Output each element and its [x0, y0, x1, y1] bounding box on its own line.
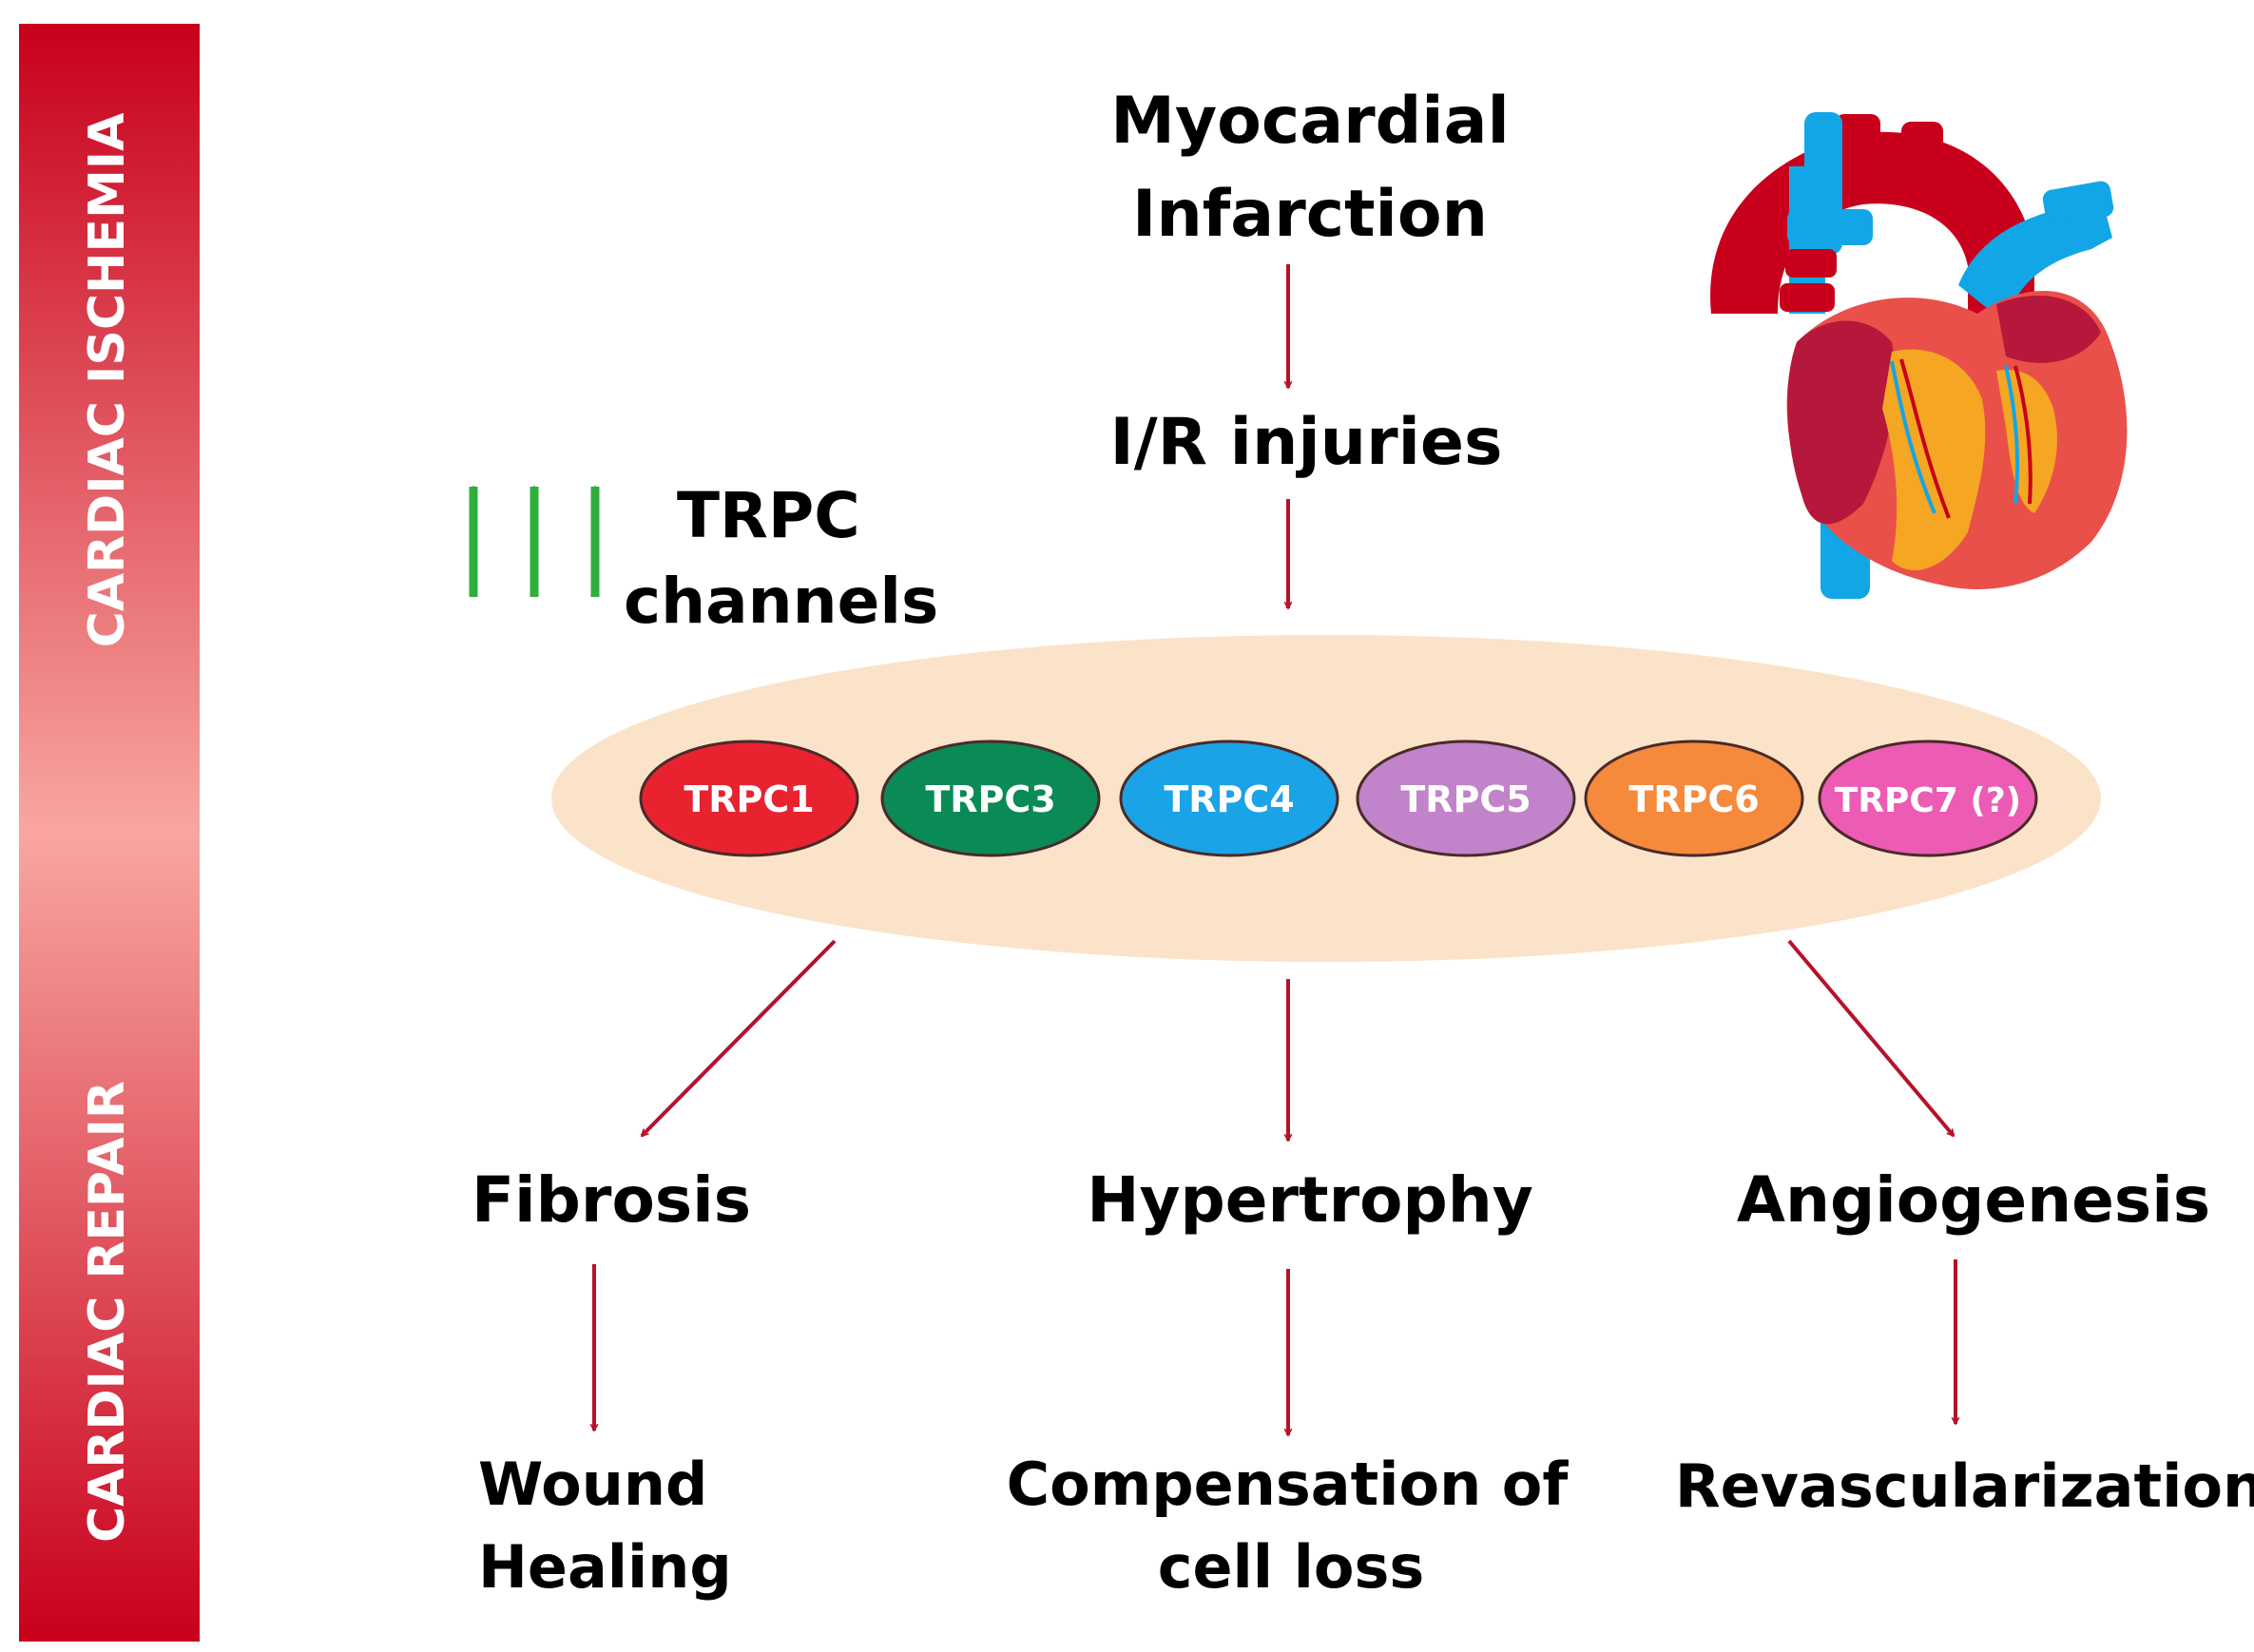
trpc-label: TRPC [677, 479, 860, 552]
channel-ellipse [1356, 740, 1576, 857]
cardiac-ischemia-label: CARDIAC ISCHEMIA [79, 113, 136, 648]
channel-ellipse [1818, 740, 2038, 857]
fibrosis-label: Fibrosis [472, 1163, 751, 1237]
channel-label: TRPC5 [1400, 778, 1531, 820]
wound-label: Wound [478, 1450, 707, 1519]
hypertrophy-label: Hypertrophy [1087, 1163, 1533, 1237]
channel-label: TRPC4 [1164, 778, 1294, 820]
channel-ellipse [880, 740, 1101, 857]
channel-label: TRPC1 [684, 778, 814, 820]
arrow-to-angiogenesis [1787, 939, 1955, 1136]
channel-label: TRPC3 [925, 778, 1055, 820]
channel-trpc3: TRPC3 [880, 740, 1101, 857]
channel-list: TRPC1 TRPC3 TRPC4 TRPC5 TRPC6 TRPC7 (?) [639, 740, 2038, 857]
channel-ellipse [1584, 740, 1804, 857]
channel-trpc1: TRPC1 [639, 740, 859, 857]
channel-label: TRPC6 [1628, 778, 1759, 820]
arrow-to-fibrosis [640, 939, 837, 1138]
revascularization-label: Revascularization [1675, 1451, 2254, 1521]
channel-trpc6: TRPC6 [1584, 740, 1804, 857]
myocardial-label: Myocardial [1110, 84, 1510, 159]
side-bar: CARDIAC ISCHEMIA CARDIAC REPAIR [19, 24, 200, 1642]
channel-ellipse [639, 740, 859, 857]
ir-injuries-label: I/R injuries [1109, 405, 1502, 480]
channel-trpc7: TRPC7 (?) [1818, 740, 2038, 857]
channel-ellipse [1119, 740, 1339, 857]
channel-trpc5: TRPC5 [1356, 740, 1576, 857]
channel-trpc4: TRPC4 [1119, 740, 1339, 857]
side-bar-gradient [19, 24, 200, 1642]
cardiac-repair-label: CARDIAC REPAIR [79, 1081, 136, 1543]
trpc-upregulation: TRPC channels [469, 479, 938, 638]
heart-icon [1710, 112, 2128, 599]
healing-label: Healing [478, 1532, 732, 1602]
compensation-label: Compensation of [1007, 1450, 1570, 1519]
infarction-label: Infarction [1132, 177, 1488, 252]
cell-loss-label: cell loss [1158, 1532, 1425, 1602]
angiogenesis-label: Angiogenesis [1737, 1163, 2210, 1237]
channel-label: TRPC7 (?) [1835, 781, 2021, 820]
channels-label: channels [624, 565, 938, 638]
